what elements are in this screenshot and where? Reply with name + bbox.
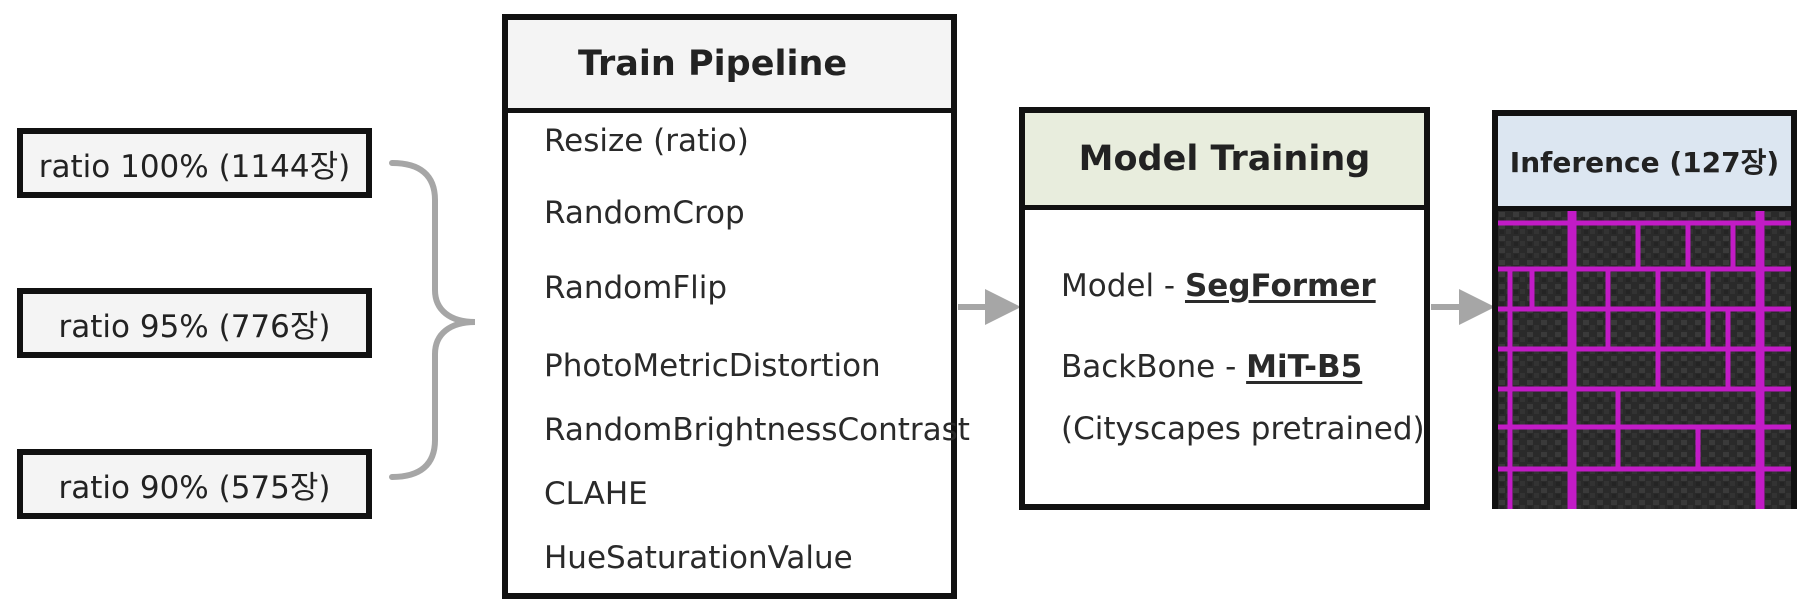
input-ratio-95-label: ratio 95% (776장) — [58, 308, 331, 345]
inference-box: Inference (127장) — [1492, 110, 1797, 509]
aerial-background — [1498, 211, 1791, 509]
input-ratio-100: ratio 100% (1144장) — [17, 128, 372, 198]
model-training-title: Model Training — [1025, 113, 1424, 210]
train-pipeline-box: Train Pipeline Resize (ratio) RandomCrop… — [502, 14, 970, 599]
pipeline-step-randomcrop: RandomCrop — [544, 195, 745, 231]
inference-title: Inference (127장) — [1498, 116, 1791, 211]
backbone-line: BackBone - MiT-B5 — [1061, 349, 1362, 385]
pipeline-step-hsv: HueSaturationValue — [544, 540, 853, 576]
model-training-box: Model Training Model - SegFormer BackBon… — [1019, 107, 1430, 510]
pipeline-step-randomflip: RandomFlip — [544, 270, 728, 306]
input-ratio-90: ratio 90% (575장) — [17, 449, 372, 519]
backbone-value: MiT-B5 — [1246, 349, 1363, 385]
pipeline-step-brightness-contrast: RandomBrightnessContrast — [544, 412, 970, 448]
backbone-label: BackBone - — [1061, 349, 1247, 385]
model-line: Model - SegFormer — [1061, 268, 1376, 304]
model-label: Model - — [1061, 268, 1185, 304]
inference-segmentation-image — [1498, 211, 1791, 509]
road-mask — [1498, 211, 1791, 509]
pipeline-step-photometric: PhotoMetricDistortion — [544, 348, 881, 384]
input-ratio-90-label: ratio 90% (575장) — [58, 469, 331, 506]
curly-brace — [389, 160, 476, 480]
pipeline-step-resize: Resize (ratio) — [544, 123, 749, 159]
input-ratio-100-label: ratio 100% (1144장) — [38, 148, 351, 185]
pretrained-note: (Cityscapes pretrained) — [1061, 411, 1425, 447]
model-value: SegFormer — [1184, 268, 1376, 304]
pipeline-step-clahe: CLAHE — [544, 476, 648, 512]
train-pipeline-title: Train Pipeline — [508, 20, 951, 113]
input-ratio-95: ratio 95% (776장) — [17, 288, 372, 358]
